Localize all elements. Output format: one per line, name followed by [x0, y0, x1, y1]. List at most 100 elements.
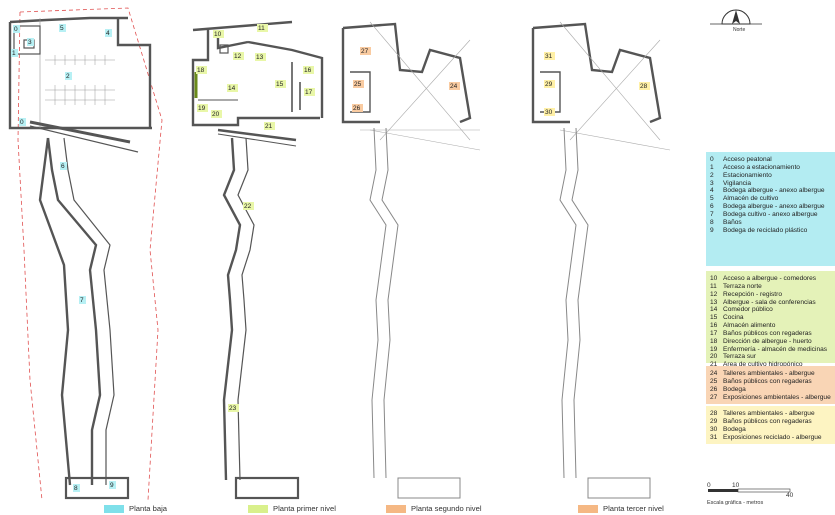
- room-number: 12: [234, 53, 242, 60]
- room-tag: 16: [303, 66, 314, 74]
- legend-item: 15 Cocina: [710, 314, 835, 322]
- key-swatch: [248, 504, 268, 513]
- legend-item-text: Bodega de reciclado plástico: [723, 226, 808, 234]
- room-tag-background: [197, 104, 208, 112]
- legend-item-text: Estacionamiento: [723, 171, 772, 179]
- room-tag: 23: [228, 404, 239, 412]
- legend-item-text: Terraza sur: [723, 353, 756, 361]
- legend-item-text: Almacén alimento: [723, 322, 776, 330]
- key-label: Planta tercer nivel: [603, 504, 664, 513]
- room-tag-background: [79, 296, 86, 304]
- room-tag: 6: [60, 162, 67, 170]
- room-tag-background: [109, 481, 116, 489]
- legend-item-text: Acceso a albergue - comedores: [723, 275, 817, 282]
- legend-item-text: Almacén de cultivo: [723, 195, 779, 203]
- legend-item-number: 30: [710, 425, 718, 433]
- legend-item-number: 20: [710, 353, 718, 361]
- room-tag-background: [59, 24, 66, 32]
- room-number: 0: [20, 119, 24, 126]
- key-primer-nivel: Planta primer nivel: [248, 504, 336, 513]
- room-tag: 8: [73, 484, 80, 492]
- room-tag-background: [544, 80, 555, 88]
- room-tag-background: [639, 82, 650, 90]
- legend-item-number: 15: [710, 314, 718, 322]
- room-tag-background: [233, 52, 244, 60]
- room-number: 15: [276, 81, 284, 88]
- legend-item-number: 18: [710, 337, 718, 345]
- legend-item-text: Bodega albergue - anexo albergue: [723, 203, 825, 211]
- legend-item: 9 Bodega de reciclado plástico: [710, 227, 835, 235]
- key-label: Planta segundo nivel: [411, 504, 482, 513]
- room-tag-background: [264, 122, 275, 130]
- room-tag: 0: [19, 118, 26, 126]
- legend-item-text: Baños públicos con regaderas: [723, 377, 812, 385]
- room-number: 19: [198, 105, 206, 112]
- legend-item-number: 29: [710, 417, 718, 425]
- room-number: 28: [640, 83, 648, 90]
- legend-item-number: 6: [710, 203, 714, 211]
- room-number: 23: [229, 405, 237, 412]
- room-number: 4: [106, 30, 110, 37]
- room-tag: 12: [233, 52, 244, 60]
- scale-title: Escala gráfica - metros: [707, 500, 764, 506]
- legend-item-number: 2: [710, 171, 714, 179]
- legend-item-text: Baños públicos con regaderas: [723, 417, 812, 425]
- room-tag: 29: [544, 80, 555, 88]
- scale-tick-40: 40: [786, 492, 794, 499]
- legend-item-text: Baños: [723, 218, 742, 226]
- legend-item-text: Bodega: [723, 385, 746, 393]
- plan-planta-tercer-nivel: [531, 21, 671, 499]
- legend-item-number: 28: [710, 410, 718, 417]
- legend-item-text: Acceso peatonal: [723, 156, 772, 163]
- room-number: 11: [258, 25, 265, 32]
- room-tag: 27: [360, 47, 371, 55]
- room-tag-background: [449, 82, 460, 90]
- legend-item-text: Bodega cultivo - anexo albergue: [723, 210, 818, 218]
- legend-item-number: 14: [710, 306, 718, 314]
- key-label: Planta baja: [129, 504, 167, 513]
- legend-item-text: Vigilancia: [723, 179, 752, 187]
- room-tag-background: [196, 66, 207, 74]
- room-tag: 11: [257, 24, 268, 32]
- room-tag: 25: [353, 80, 364, 88]
- room-tag-background: [353, 80, 364, 88]
- north-arrow-icon: [710, 9, 762, 25]
- room-tag-background: [544, 52, 555, 60]
- room-tag-background: [255, 53, 266, 61]
- legend-item-text: Albergue - sala de conferencias: [723, 298, 816, 306]
- room-number: 18: [197, 67, 205, 74]
- legend-item-text: Baños públicos con regaderas: [723, 329, 812, 337]
- room-number: 21: [265, 123, 273, 130]
- legend-item-number: 12: [710, 290, 718, 298]
- room-tag-background: [360, 47, 371, 55]
- plan-planta-primer-nivel: [191, 20, 324, 500]
- room-tag: 19: [197, 104, 208, 112]
- legend-item-number: 21: [710, 361, 718, 369]
- legend-item-text: Acceso a estacionamiento: [723, 163, 800, 171]
- room-tag-background: [228, 404, 239, 412]
- legend-item-text: Bodega albergue - anexo albergue: [723, 187, 825, 195]
- legend-item-number: 9: [710, 226, 714, 234]
- legend-item-text: Cocina: [723, 314, 744, 322]
- legend-item: 20 Terraza sur: [710, 353, 835, 361]
- room-tag: 20: [211, 110, 222, 118]
- room-tag: 5: [59, 24, 66, 32]
- legend-item-text: Talleres ambientales - albergue: [723, 370, 815, 377]
- room-number: 1: [12, 50, 16, 57]
- room-tag: 28: [639, 82, 650, 90]
- room-number: 27: [361, 48, 369, 55]
- legend-item-number: 3: [710, 179, 714, 187]
- room-tag-background: [275, 80, 286, 88]
